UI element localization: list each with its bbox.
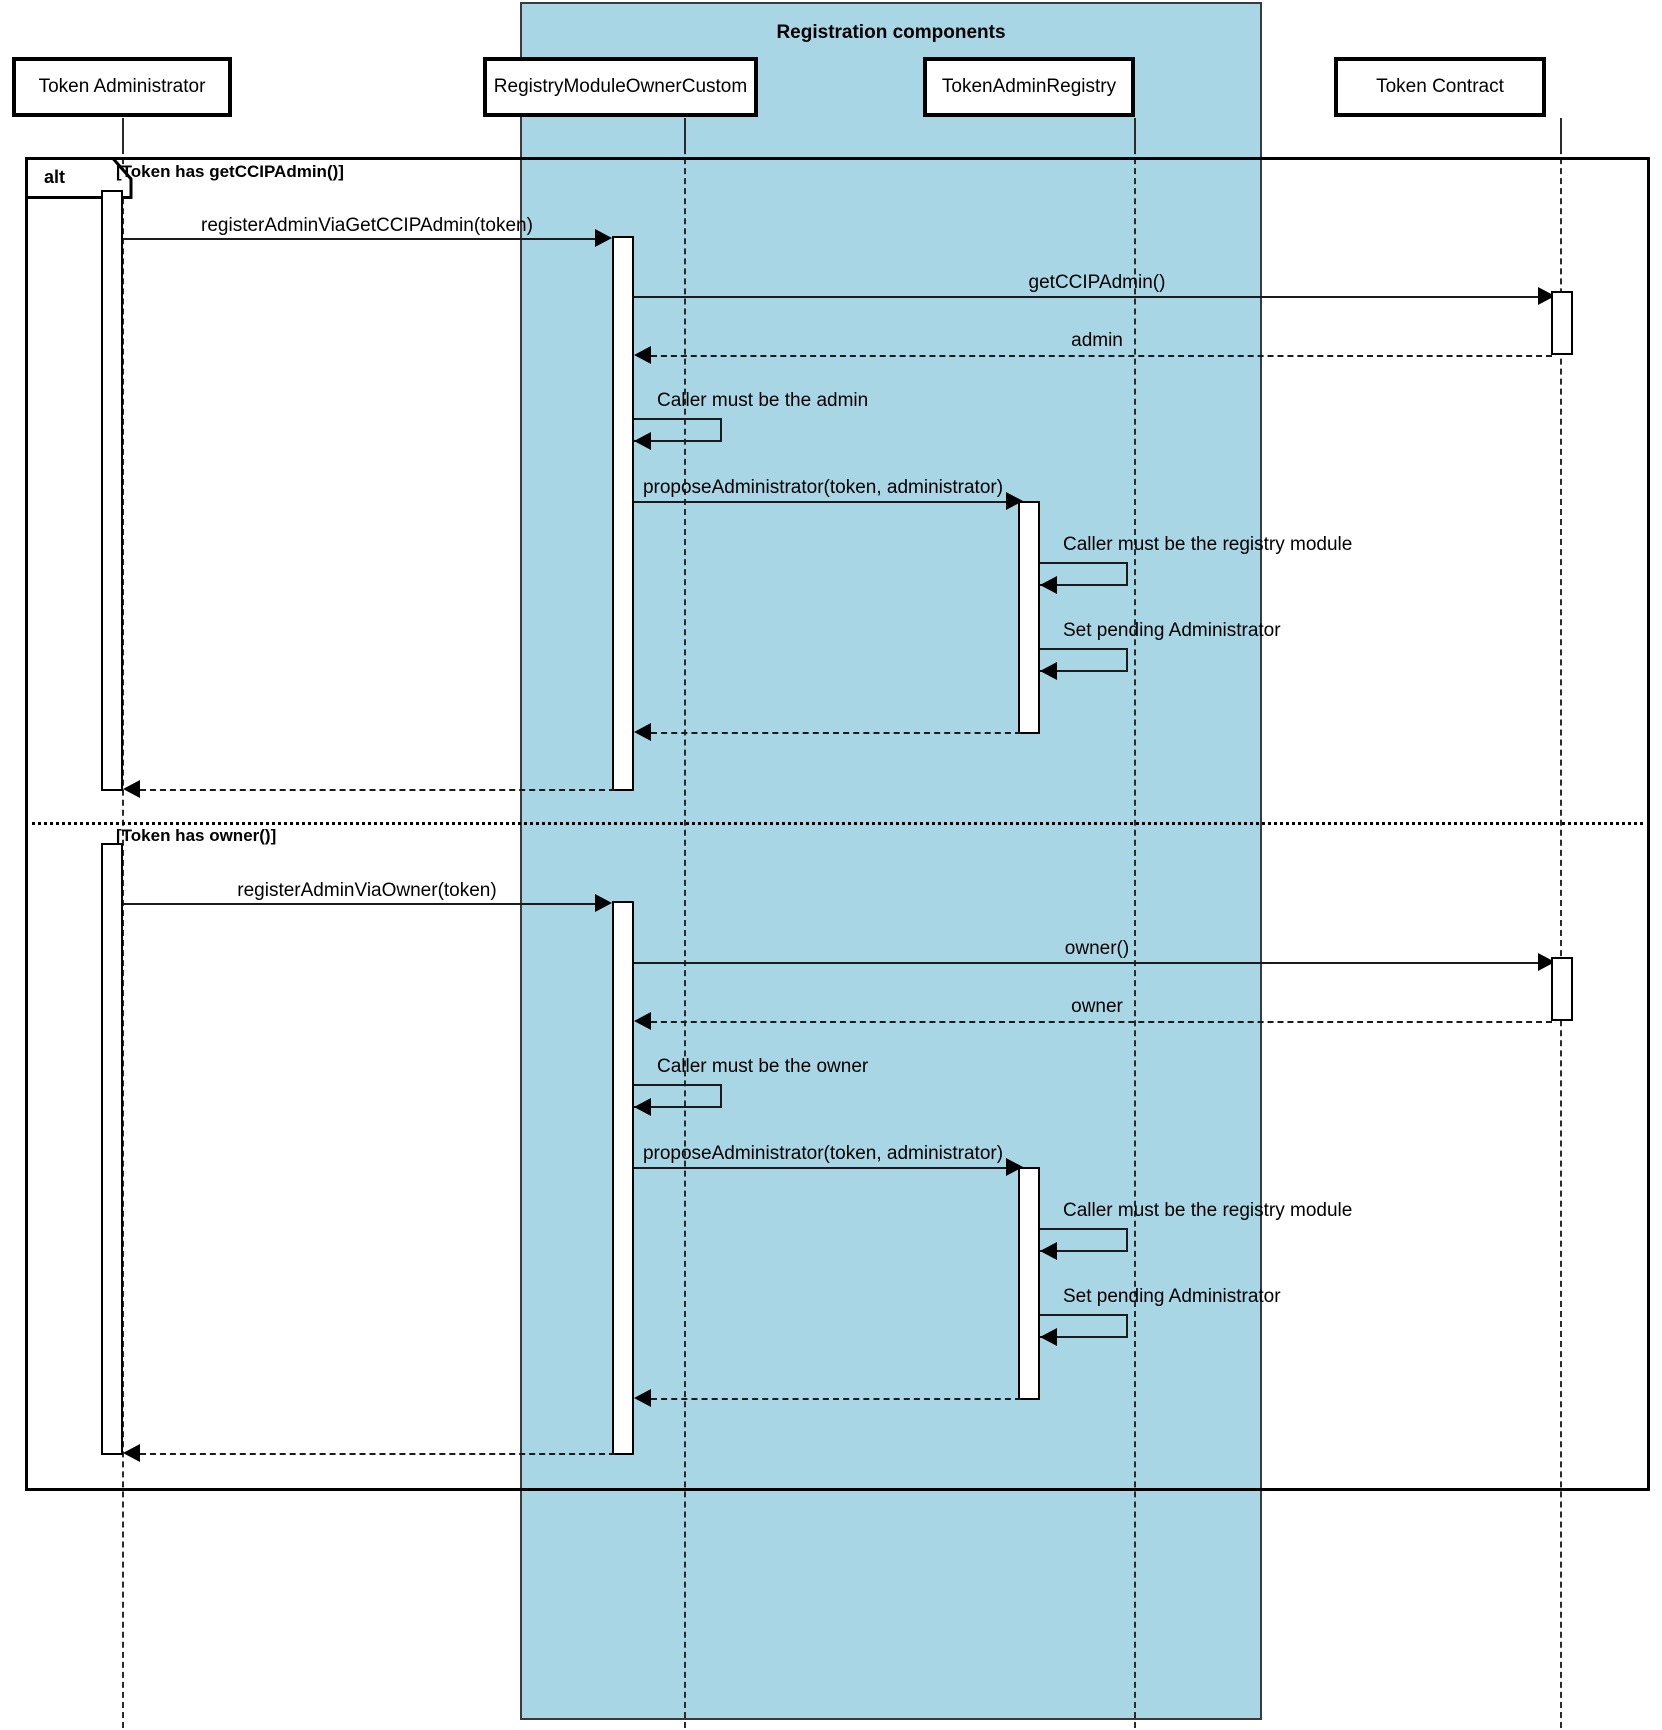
return-arrowhead-propose-administrator-1 (634, 723, 651, 741)
self-message-arrowhead-caller-must-be-registry-module-2 (1040, 1242, 1057, 1260)
registration-components-group (520, 2, 1262, 1720)
message-label-register-admin-via-getccipadmin: registerAdminViaGetCCIPAdmin(token) (201, 215, 533, 236)
activation-token-admin-registry-1 (1018, 501, 1040, 734)
self-message-arrowhead-caller-must-be-owner (634, 1098, 651, 1116)
self-message-arrowhead-caller-must-be-registry-module-1 (1040, 576, 1057, 594)
message-label-register-admin-via-owner: registerAdminViaOwner(token) (237, 880, 497, 901)
message-label-admin-return: admin (1071, 330, 1123, 351)
self-message-label-caller-must-be-owner: Caller must be the owner (657, 1056, 869, 1077)
return-line-propose-administrator-2 (651, 1398, 1021, 1400)
participant-token-contract[interactable]: Token Contract (1334, 57, 1546, 117)
participant-registry-module-owner-custom-label: RegistryModuleOwnerCustom (493, 76, 748, 97)
message-line-getccipadmin (634, 296, 1539, 298)
message-line-register-admin-via-getccipadmin (123, 238, 598, 240)
self-message-label-caller-must-be-registry-module-1: Caller must be the registry module (1063, 534, 1353, 555)
message-line-owner-call (634, 962, 1539, 964)
return-line-register-admin-via-getccipadmin (140, 789, 615, 791)
return-line-propose-administrator-1 (651, 732, 1021, 734)
activation-registry-module-2 (612, 901, 634, 1455)
self-message-loop-caller-must-be-registry-module-2 (1040, 1228, 1128, 1252)
return-line-register-admin-via-owner (140, 1453, 615, 1455)
message-label-propose-administrator-2: proposeAdministrator(token, administrato… (642, 1143, 1004, 1164)
self-message-arrowhead-caller-must-be-admin (634, 432, 651, 450)
self-message-loop-set-pending-administrator-2 (1040, 1314, 1128, 1338)
message-arrowhead-getccipadmin (1538, 287, 1555, 305)
activation-token-admin-registry-2 (1018, 1167, 1040, 1400)
self-message-label-caller-must-be-admin: Caller must be the admin (657, 390, 869, 411)
message-arrowhead-owner-return (634, 1012, 651, 1030)
return-arrowhead-register-admin-via-owner (123, 1444, 140, 1462)
return-arrowhead-propose-administrator-2 (634, 1389, 651, 1407)
alt-guard-2: [Token has owner()] (116, 826, 277, 845)
activation-token-contract-1 (1551, 291, 1573, 355)
self-message-label-caller-must-be-registry-module-2: Caller must be the registry module (1063, 1200, 1353, 1221)
registration-components-group-title: Registration components (776, 22, 1006, 43)
self-message-loop-caller-must-be-registry-module-1 (1040, 562, 1128, 586)
lifeline-registry-module-owner-custom (684, 118, 686, 1728)
message-label-owner-call: owner() (1064, 938, 1130, 959)
lifeline-token-admin-registry (1134, 118, 1136, 1728)
self-message-label-set-pending-administrator-1: Set pending Administrator (1063, 620, 1281, 641)
alt-section-divider (25, 822, 1650, 825)
message-arrowhead-admin-return (634, 346, 651, 364)
message-line-propose-administrator-1 (634, 501, 1009, 503)
message-line-admin-return (651, 355, 1552, 357)
lifeline-token-administrator (122, 118, 124, 1728)
message-label-propose-administrator-1: proposeAdministrator(token, administrato… (642, 477, 1004, 498)
lifeline-token-contract (1560, 118, 1562, 1728)
self-message-loop-caller-must-be-admin (634, 418, 722, 442)
self-message-arrowhead-set-pending-administrator-1 (1040, 662, 1057, 680)
alt-guard-1: [Token has getCCIPAdmin()] (116, 162, 344, 181)
message-line-owner-return (651, 1021, 1552, 1023)
participant-registry-module-owner-custom[interactable]: RegistryModuleOwnerCustom (483, 57, 758, 117)
participant-token-administrator-label: Token Administrator (38, 76, 206, 97)
self-message-label-set-pending-administrator-2: Set pending Administrator (1063, 1286, 1281, 1307)
message-arrowhead-owner-call (1538, 953, 1555, 971)
message-line-propose-administrator-2 (634, 1167, 1009, 1169)
self-message-loop-caller-must-be-owner (634, 1084, 722, 1108)
self-message-arrowhead-set-pending-administrator-2 (1040, 1328, 1057, 1346)
message-arrowhead-register-admin-via-owner (595, 894, 612, 912)
participant-token-admin-registry-label: TokenAdminRegistry (941, 76, 1117, 97)
activation-registry-module-1 (612, 236, 634, 791)
participant-token-administrator[interactable]: Token Administrator (12, 57, 232, 117)
message-label-getccipadmin: getCCIPAdmin() (1028, 272, 1166, 293)
return-arrowhead-register-admin-via-getccipadmin (123, 780, 140, 798)
message-label-owner-return: owner (1071, 996, 1123, 1017)
activation-token-administrator-2 (101, 843, 123, 1455)
participant-token-contract-label: Token Contract (1376, 76, 1504, 97)
message-arrowhead-register-admin-via-getccipadmin (595, 229, 612, 247)
alt-fragment-operator-label: alt (44, 167, 66, 187)
self-message-loop-set-pending-administrator-1 (1040, 648, 1128, 672)
activation-token-contract-2 (1551, 957, 1573, 1021)
activation-token-administrator-1 (101, 190, 123, 791)
participant-token-admin-registry[interactable]: TokenAdminRegistry (923, 57, 1135, 117)
alt-fragment-tab-outline (25, 157, 135, 199)
message-line-register-admin-via-owner (123, 903, 598, 905)
